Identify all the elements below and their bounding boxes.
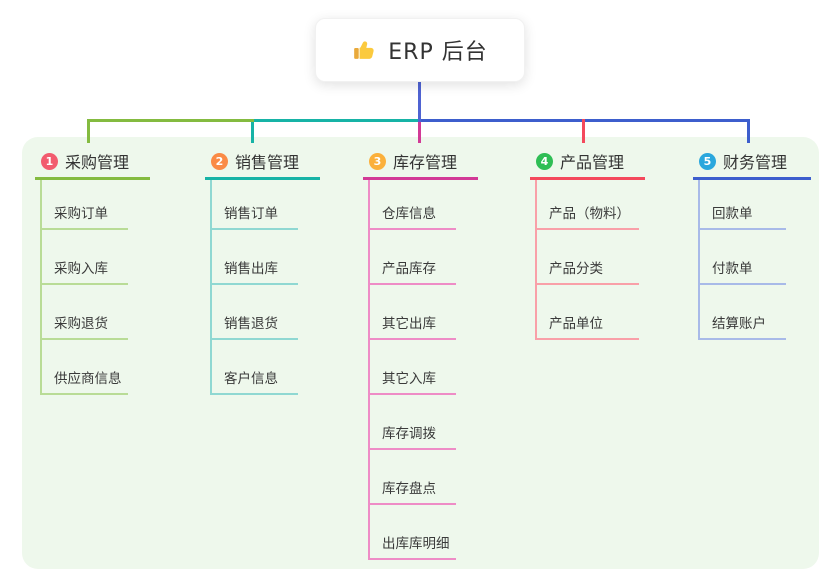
- node-customer-info[interactable]: 客户信息: [212, 340, 298, 395]
- branch-number-badge: 4: [536, 152, 553, 170]
- node-warehouse-info[interactable]: 仓库信息: [370, 180, 456, 230]
- node-sales-return[interactable]: 销售退货: [212, 285, 298, 340]
- node-purchase-return[interactable]: 采购退货: [42, 285, 128, 340]
- branch-header-sales[interactable]: 2 销售管理: [205, 149, 320, 180]
- branch-product: 4 产品管理 产品（物料） 产品分类 产品单位: [530, 149, 645, 340]
- branch-children-product: 产品（物料） 产品分类 产品单位: [535, 180, 639, 340]
- branch-title: 库存管理: [393, 153, 458, 172]
- branch-title: 采购管理: [65, 153, 130, 172]
- node-stock-transfer[interactable]: 库存调拨: [370, 395, 456, 450]
- node-product-category[interactable]: 产品分类: [537, 230, 639, 285]
- branch-sales: 2 销售管理 销售订单 销售出库 销售退货 客户信息: [205, 149, 320, 395]
- node-other-outbound[interactable]: 其它出库: [370, 285, 456, 340]
- node-other-inbound[interactable]: 其它入库: [370, 340, 456, 395]
- branch-header-purchase[interactable]: 1 采购管理: [35, 149, 150, 180]
- branch-children-inventory: 仓库信息 产品库存 其它出库 其它入库 库存调拨 库存盘点 出库库明细: [368, 180, 456, 560]
- branch-header-inventory[interactable]: 3 库存管理: [363, 149, 478, 180]
- root-node-title: ERP 后台: [388, 40, 488, 65]
- branch-children-sales: 销售订单 销售出库 销售退货 客户信息: [210, 180, 298, 395]
- branch-purchase: 1 采购管理 采购订单 采购入库 采购退货 供应商信息: [35, 149, 150, 395]
- node-sales-order[interactable]: 销售订单: [212, 180, 298, 230]
- root-node-erp-backend[interactable]: ERP 后台: [315, 18, 525, 82]
- node-purchase-order[interactable]: 采购订单: [42, 180, 128, 230]
- node-stock-check[interactable]: 库存盘点: [370, 450, 456, 505]
- branch-number-badge: 1: [41, 152, 58, 170]
- branch-header-finance[interactable]: 5 财务管理: [693, 149, 811, 180]
- node-outbound-detail[interactable]: 出库库明细: [370, 505, 456, 560]
- node-product-stock[interactable]: 产品库存: [370, 230, 456, 285]
- branch-number-badge: 5: [699, 152, 716, 170]
- node-sales-outbound[interactable]: 销售出库: [212, 230, 298, 285]
- branch-header-product[interactable]: 4 产品管理: [530, 149, 645, 180]
- branch-number-badge: 2: [211, 152, 228, 170]
- branch-children-purchase: 采购订单 采购入库 采购退货 供应商信息: [40, 180, 128, 395]
- branch-title: 财务管理: [723, 153, 788, 172]
- node-receipt-bill[interactable]: 回款单: [700, 180, 786, 230]
- node-product-material[interactable]: 产品（物料）: [537, 180, 639, 230]
- branch-number-badge: 3: [369, 152, 386, 170]
- node-settlement-account[interactable]: 结算账户: [700, 285, 786, 340]
- branch-finance: 5 财务管理 回款单 付款单 结算账户: [693, 149, 811, 340]
- branch-inventory: 3 库存管理 仓库信息 产品库存 其它出库 其它入库 库存调拨 库存盘点 出库库…: [363, 149, 478, 560]
- branch-title: 销售管理: [235, 153, 300, 172]
- branch-children-finance: 回款单 付款单 结算账户: [698, 180, 786, 340]
- branch-title: 产品管理: [560, 153, 625, 172]
- node-product-unit[interactable]: 产品单位: [537, 285, 639, 340]
- node-payment-bill[interactable]: 付款单: [700, 230, 786, 285]
- thumbs-up-icon: [352, 37, 378, 63]
- mindmap-background-panel: [22, 137, 819, 569]
- node-purchase-inbound[interactable]: 采购入库: [42, 230, 128, 285]
- node-supplier-info[interactable]: 供应商信息: [42, 340, 128, 395]
